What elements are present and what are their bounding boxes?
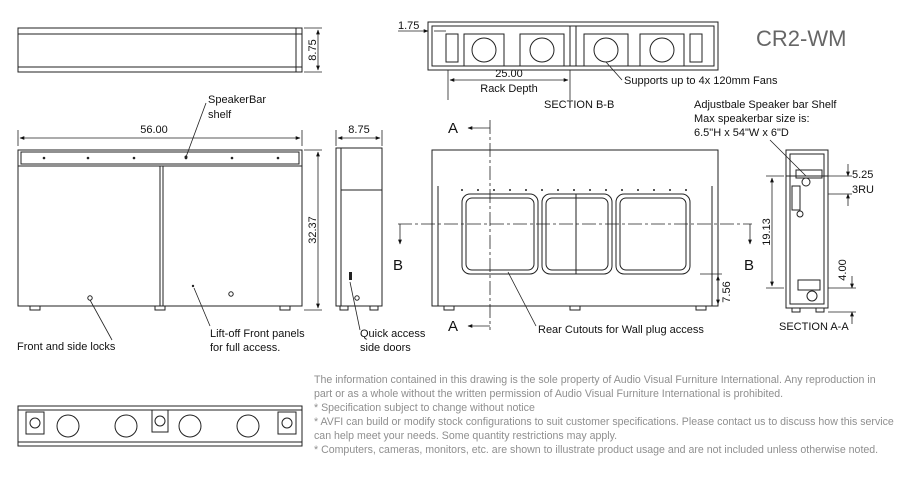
panels-leader bbox=[193, 287, 211, 327]
front-screws bbox=[42, 156, 280, 301]
marker-a-bottom: A bbox=[448, 318, 458, 335]
section-bb-view bbox=[427, 21, 719, 71]
rack-depth-dimension bbox=[447, 70, 571, 100]
marker-b-left: B bbox=[393, 257, 403, 274]
shelf-height-label: 5.25 bbox=[852, 169, 873, 181]
cutout-height-label: 7.56 bbox=[721, 281, 733, 302]
height-dimension bbox=[304, 149, 322, 311]
section-b-line bbox=[398, 223, 752, 245]
top-view bbox=[17, 27, 303, 73]
side-depth-dimension bbox=[335, 130, 383, 146]
speakerbar-leader-dot bbox=[184, 155, 188, 159]
section-a-line bbox=[467, 120, 491, 330]
rack-depth-value: 25.00 bbox=[495, 68, 523, 80]
front-width-label: 56.00 bbox=[140, 124, 168, 136]
disclaimer-line: * Computers, cameras, monitors, etc. are… bbox=[314, 444, 879, 456]
speakerbar-label-1: SpeakerBar bbox=[208, 94, 266, 106]
bottom-dimension-label: 4.00 bbox=[837, 259, 849, 280]
top-height-label: 8.75 bbox=[307, 39, 319, 60]
shelf-note-3: 6.5"H x 54"W x 6"D bbox=[694, 127, 789, 139]
section-aa-view bbox=[785, 149, 829, 313]
speakerbar-label-2: shelf bbox=[208, 109, 232, 121]
doors-label-2: side doors bbox=[360, 342, 411, 354]
disclaimer-line: * AVFI can build or modify stock configu… bbox=[314, 416, 894, 442]
section-aa-label: SECTION A-A bbox=[779, 321, 849, 333]
front-width-dimension bbox=[17, 130, 303, 146]
locks-leader bbox=[89, 299, 113, 341]
panels-label-2: for full access. bbox=[210, 342, 280, 354]
height-label: 32.37 bbox=[307, 216, 319, 244]
panels-label-1: Lift-off Front panels bbox=[210, 328, 305, 340]
side-view bbox=[335, 147, 383, 311]
section-bb-label: SECTION B-B bbox=[544, 99, 614, 111]
side-door-handle bbox=[349, 272, 352, 280]
locks-label: Front and side locks bbox=[17, 341, 116, 353]
bottom-dimension bbox=[828, 276, 856, 324]
rack-depth-label: Rack Depth bbox=[480, 83, 537, 95]
rear-rivets bbox=[461, 189, 687, 191]
shelf-note-leader bbox=[769, 139, 807, 177]
side-lock bbox=[354, 295, 360, 301]
cutouts-label: Rear Cutouts for Wall plug access bbox=[538, 324, 704, 336]
disclaimer: The information contained in this drawin… bbox=[314, 373, 894, 457]
marker-b-right: B bbox=[744, 257, 754, 274]
cutouts-leader bbox=[507, 271, 537, 327]
shelf-note-1: Adjustbale Speaker bar Shelf bbox=[694, 99, 837, 111]
marker-a-top: A bbox=[448, 120, 458, 137]
speakerbar-leader bbox=[185, 102, 207, 158]
top-height-dimension bbox=[304, 27, 322, 73]
disclaimer-line: * Specification subject to change withou… bbox=[314, 402, 535, 414]
rear-view bbox=[431, 149, 719, 311]
shelf-note-2: Max speakerbar size is: bbox=[694, 113, 810, 125]
model-title: CR2-WM bbox=[756, 26, 846, 51]
fans-label: Supports up to 4x 120mm Fans bbox=[624, 75, 778, 87]
section-height-label: 19.13 bbox=[761, 218, 773, 246]
doors-label-1: Quick access bbox=[360, 328, 426, 340]
front-view bbox=[17, 149, 303, 311]
section-bb-offset-label: 1.75 bbox=[398, 20, 419, 32]
bottom-view bbox=[17, 405, 303, 447]
side-depth-label: 8.75 bbox=[348, 124, 369, 136]
disclaimer-line: The information contained in this drawin… bbox=[314, 374, 876, 400]
fans-leader bbox=[605, 61, 623, 81]
shelf-height-dimension bbox=[828, 164, 852, 206]
section-height-dimension bbox=[766, 175, 784, 289]
doors-leader bbox=[349, 281, 361, 331]
shelf-ru-label: 3RU bbox=[852, 184, 874, 196]
cutout-height-dimension bbox=[700, 273, 722, 305]
